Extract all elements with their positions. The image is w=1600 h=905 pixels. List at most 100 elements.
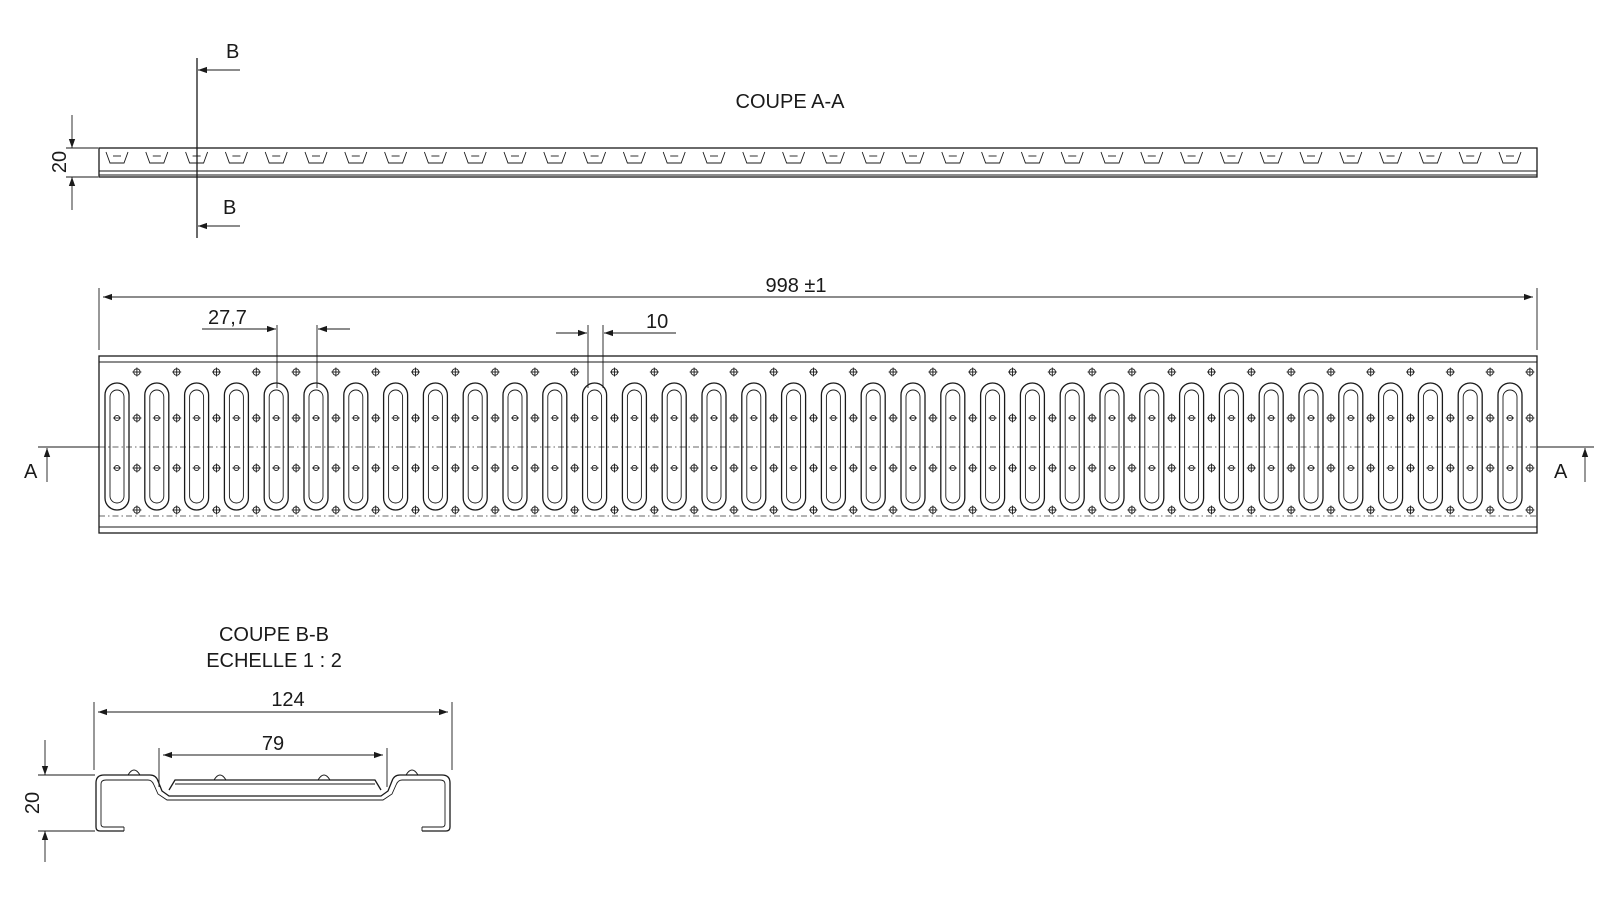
slot-inner: [1383, 389, 1399, 504]
profile-tooth: [702, 151, 726, 164]
section-bb-scale: ECHELLE 1 : 2: [206, 650, 342, 672]
section-bb-width-dimension: 124: [93, 689, 453, 770]
slot-inner: [308, 389, 324, 504]
slot-outer: [1258, 382, 1284, 511]
slot-inner: [1184, 389, 1200, 504]
slot-outer: [1298, 382, 1324, 511]
slot-outer: [1497, 382, 1523, 511]
slot-outer: [1099, 382, 1125, 511]
slot-outer: [343, 382, 369, 511]
pitch-dimension: 27,7: [202, 307, 350, 388]
profile-tooth: [622, 151, 646, 164]
profile-tooth: [384, 151, 408, 164]
slot-outer: [1139, 382, 1165, 511]
slot-outer: [144, 382, 170, 511]
slot-inner: [985, 389, 1001, 504]
profile-tooth: [1458, 151, 1482, 164]
profile-tooth: [1339, 151, 1363, 164]
section-bb-height-label: 20: [22, 792, 44, 814]
slot-outer: [422, 382, 449, 511]
slot-outer: [502, 382, 528, 511]
section-aa-height-label: 20: [49, 151, 71, 173]
section-marker-right-label: A: [1554, 461, 1568, 483]
slot-inner: [189, 389, 205, 504]
profile-tooth: [1180, 151, 1204, 164]
slot-outer: [979, 382, 1006, 511]
slot-inner: [1104, 389, 1120, 504]
profile-tooth: [105, 151, 129, 164]
profile-tooth: [1060, 151, 1084, 164]
profile-tooth: [1100, 151, 1124, 164]
slot-outer: [382, 382, 409, 511]
slot-outer: [860, 382, 886, 511]
slot-outer: [900, 382, 926, 511]
slot-inner: [507, 389, 523, 504]
length-label: 998 ±1: [765, 275, 826, 297]
profile-tooth: [1219, 151, 1243, 164]
slot-inner: [388, 389, 404, 504]
slot-inner: [1343, 389, 1359, 504]
slot-inner: [1064, 389, 1080, 504]
profile-tooth: [742, 151, 766, 164]
profile-tooth: [941, 151, 965, 164]
slot-inner: [149, 389, 165, 504]
slot-outer: [1417, 382, 1444, 511]
grate-outline: [98, 355, 1538, 534]
slot-outer: [741, 382, 767, 511]
section-bb-inner-dimension: 79: [158, 733, 388, 787]
profile-tooth: [662, 151, 686, 164]
section-bb-view: COUPE B-B ECHELLE 1 : 2 124 79: [22, 624, 453, 862]
slot-outer: [303, 382, 329, 511]
cut-label-top: B: [226, 41, 239, 63]
slot-inner: [706, 389, 722, 504]
section-bb-inner-label: 79: [262, 733, 284, 755]
slot-inner: [626, 389, 642, 504]
plan-view: 998 ±1 27,7 10 A: [24, 275, 1594, 534]
section-bb-width-label: 124: [271, 689, 304, 711]
grate-holes: [113, 367, 1535, 515]
section-aa-profile: [98, 147, 1538, 178]
slot-inner: [109, 389, 125, 504]
slot-outer: [1178, 382, 1205, 511]
slot-inner: [1263, 389, 1279, 504]
profile-tooth: [344, 151, 368, 164]
profile-tooth: [782, 151, 806, 164]
profile-tooth: [821, 151, 845, 164]
profile-tooth: [1020, 151, 1044, 164]
slot-inner: [1024, 389, 1040, 504]
slot-outer: [462, 382, 488, 511]
profile-tooth: [981, 151, 1005, 164]
profile-tooth: [1299, 151, 1323, 164]
profile-tooth: [145, 151, 169, 164]
slot-inner: [746, 389, 762, 504]
slot-inner: [427, 389, 443, 504]
profile-tooth: [901, 151, 925, 164]
slot-outer: [1457, 382, 1483, 511]
slot-width-dimension: 10: [556, 311, 676, 388]
slot-outer: [1218, 382, 1245, 511]
profile-tooth: [463, 151, 487, 164]
profile-tooth: [224, 151, 248, 164]
slot-inner: [865, 389, 881, 504]
profile-tooth: [423, 151, 447, 164]
profile-tooth: [264, 151, 288, 164]
slot-inner: [547, 389, 563, 504]
slot-inner: [905, 389, 921, 504]
slot-outer: [1059, 382, 1085, 511]
slot-inner: [1502, 389, 1518, 504]
slot-outer: [661, 382, 687, 511]
section-marker-left-label: A: [24, 461, 38, 483]
slot-width-label: 10: [646, 311, 668, 333]
section-aa-height-dimension: 20: [49, 115, 98, 210]
slot-outer: [1338, 382, 1364, 511]
slot-inner: [228, 389, 244, 504]
slot-outer: [621, 382, 648, 511]
slot-inner: [666, 389, 682, 504]
profile-tooth: [1259, 151, 1283, 164]
slot-inner: [1462, 389, 1478, 504]
profile-tooth: [304, 151, 328, 164]
slot-outer: [581, 382, 608, 511]
section-bb-profile: [95, 769, 451, 832]
profile-tooth: [543, 151, 567, 164]
slot-outer: [223, 382, 250, 511]
